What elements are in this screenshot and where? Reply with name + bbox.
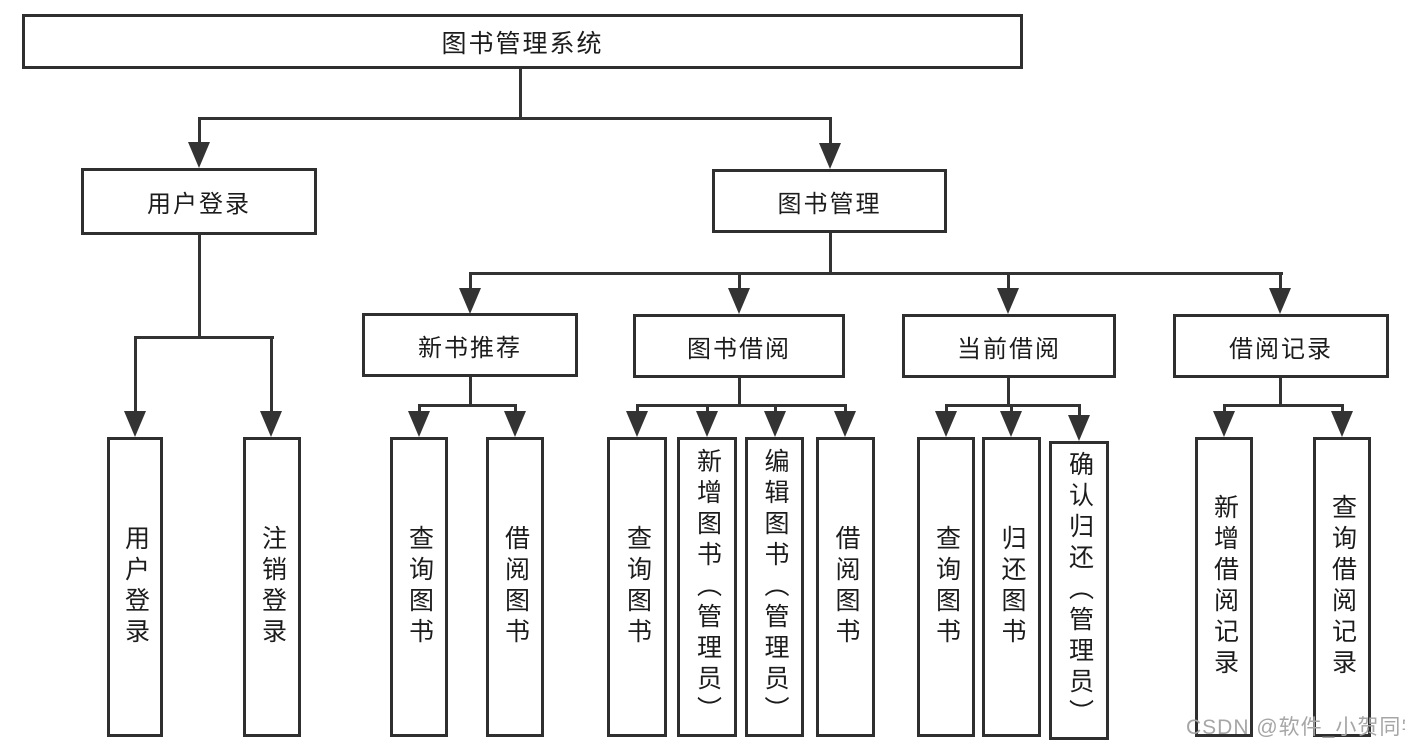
leaf-return-books: 归还图书	[982, 437, 1041, 737]
node-borrowing-records: 借阅记录	[1173, 314, 1389, 378]
connector-line	[1078, 404, 1081, 418]
connector-line	[418, 404, 421, 414]
connector-line	[774, 404, 777, 414]
leaf-label: 用户登录	[121, 525, 150, 649]
connector-arrow	[260, 411, 282, 437]
connector-arrow	[124, 411, 146, 437]
connector-line	[134, 336, 274, 339]
node-library-management-system: 图书管理系统	[22, 14, 1023, 69]
connector-line	[945, 404, 948, 414]
connector-arrow	[626, 411, 648, 437]
connector-line	[636, 404, 639, 414]
leaf-query-books-recommend: 查询图书	[390, 437, 448, 737]
connector-line	[844, 404, 847, 414]
leaf-label: 查询图书	[932, 525, 961, 649]
leaf-borrow-books-recommend: 借阅图书	[486, 437, 544, 737]
leaf-query-borrow-record: 查询借阅记录	[1313, 437, 1371, 737]
connector-line	[829, 117, 832, 144]
node-book-borrowing: 图书借阅	[633, 314, 845, 378]
connector-line	[1223, 404, 1226, 414]
connector-arrow	[408, 411, 430, 437]
node-label: 图书管理系统	[441, 29, 604, 58]
leaf-label: 归还图书	[998, 525, 1026, 649]
leaf-query-books-borrow: 查询图书	[607, 437, 667, 737]
leaf-logout: 注销登录	[243, 437, 301, 737]
connector-line	[469, 272, 472, 290]
connector-line	[514, 404, 517, 414]
connector-line	[519, 69, 522, 117]
connector-line	[469, 272, 1283, 275]
leaf-label: 查询图书	[623, 525, 652, 649]
connector-line	[738, 272, 741, 290]
connector-arrow	[1000, 411, 1022, 437]
leaf-borrow-books: 借阅图书	[816, 437, 875, 737]
connector-line	[198, 117, 832, 120]
leaf-label: 确认归还（管理员）	[1065, 451, 1094, 730]
connector-line	[945, 404, 1081, 407]
node-current-borrowing: 当前借阅	[902, 314, 1116, 378]
node-label: 图书管理	[777, 190, 882, 218]
leaf-add-books-admin: 新增图书（管理员）	[677, 437, 737, 737]
connector-line	[270, 336, 273, 413]
connector-line	[1341, 404, 1344, 414]
node-label: 用户登录	[147, 191, 251, 218]
connector-arrow	[1331, 411, 1353, 437]
connector-line	[1010, 404, 1013, 414]
leaf-query-books-current: 查询图书	[917, 437, 975, 737]
connector-line	[1279, 272, 1282, 290]
connector-line	[1007, 378, 1010, 407]
connector-line	[829, 233, 832, 274]
connector-arrow	[696, 411, 718, 437]
connector-line	[134, 336, 137, 413]
connector-line	[1007, 272, 1010, 290]
connector-line	[1223, 404, 1344, 407]
node-label: 借阅记录	[1229, 335, 1333, 363]
leaf-user-login: 用户登录	[107, 437, 163, 737]
connector-arrow	[764, 411, 786, 437]
leaf-label: 新增图书（管理员）	[693, 447, 722, 727]
connector-line	[636, 404, 847, 407]
node-label: 图书借阅	[687, 335, 791, 363]
leaf-label: 注销登录	[258, 525, 287, 649]
leaf-edit-books-admin: 编辑图书（管理员）	[745, 437, 804, 737]
connector-arrow	[935, 411, 957, 437]
node-book-management: 图书管理	[712, 169, 947, 233]
connector-line	[198, 117, 201, 144]
node-user-login: 用户登录	[81, 168, 317, 235]
connector-arrow	[504, 411, 526, 437]
connector-arrow	[819, 143, 841, 169]
connector-line	[1279, 378, 1282, 407]
connector-line	[469, 377, 472, 407]
leaf-confirm-return-admin: 确认归还（管理员）	[1049, 441, 1109, 740]
node-new-book-recommendation: 新书推荐	[362, 313, 578, 377]
leaf-label: 编辑图书（管理员）	[761, 447, 789, 727]
node-label: 新书推荐	[418, 334, 522, 362]
leaf-label: 新增借阅记录	[1210, 494, 1239, 680]
leaf-label: 借阅图书	[501, 525, 530, 649]
leaf-label: 借阅图书	[832, 525, 860, 649]
connector-arrow	[834, 411, 856, 437]
connector-line	[418, 404, 517, 407]
connector-arrow	[1213, 411, 1235, 437]
connector-line	[706, 404, 709, 414]
connector-arrow	[728, 288, 750, 314]
connector-line	[198, 235, 201, 336]
connector-arrow	[1269, 288, 1291, 314]
connector-line	[738, 378, 741, 407]
connector-arrow	[997, 288, 1019, 314]
connector-arrow	[1068, 415, 1090, 441]
leaf-add-borrow-record: 新增借阅记录	[1195, 437, 1253, 737]
leaf-label: 查询图书	[405, 525, 434, 649]
leaf-label: 查询借阅记录	[1328, 494, 1357, 680]
connector-arrow	[459, 288, 481, 314]
connector-arrow	[188, 142, 210, 168]
node-label: 当前借阅	[957, 335, 1061, 363]
csdn-watermark: CSDN @软件_小贺同学	[1186, 716, 1405, 739]
